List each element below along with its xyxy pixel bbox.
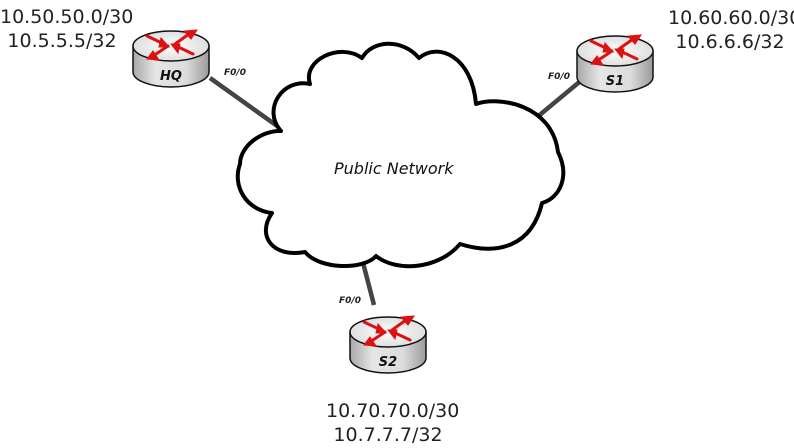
router-hq-label: HQ xyxy=(160,69,182,84)
hq-networks: 10.50.50.0/30 10.5.5.5/32 xyxy=(0,5,134,53)
hq-interface-label: F0/0 xyxy=(224,68,246,78)
public-network-cloud xyxy=(235,41,566,269)
router-s1-label: S1 xyxy=(606,74,624,89)
router-hq[interactable]: HQ xyxy=(131,28,211,89)
router-s2[interactable]: S2 xyxy=(348,314,428,375)
router-s2-label: S2 xyxy=(379,355,397,370)
cloud-label: Public Network xyxy=(334,159,454,178)
s1-network-loopback: 10.6.6.6/32 xyxy=(675,31,785,53)
s1-networks: 10.60.60.0/30 10.6.6.6/32 xyxy=(668,6,794,54)
router-s1[interactable]: S1 xyxy=(575,33,655,94)
s1-network-subnet: 10.60.60.0/30 xyxy=(668,7,794,29)
hq-network-loopback: 10.5.5.5/32 xyxy=(7,30,117,52)
s1-interface-label: F0/0 xyxy=(548,72,570,82)
link-hq-cloud xyxy=(208,76,282,130)
s2-interface-label: F0/0 xyxy=(339,296,361,306)
s2-network-loopback: 10.7.7.7/32 xyxy=(333,424,443,446)
s2-network-subnet: 10.70.70.0/30 xyxy=(326,400,460,422)
hq-network-subnet: 10.50.50.0/30 xyxy=(0,6,134,28)
link-s1-cloud xyxy=(534,77,585,120)
s2-networks: 10.70.70.0/30 10.7.7.7/32 xyxy=(326,399,460,447)
